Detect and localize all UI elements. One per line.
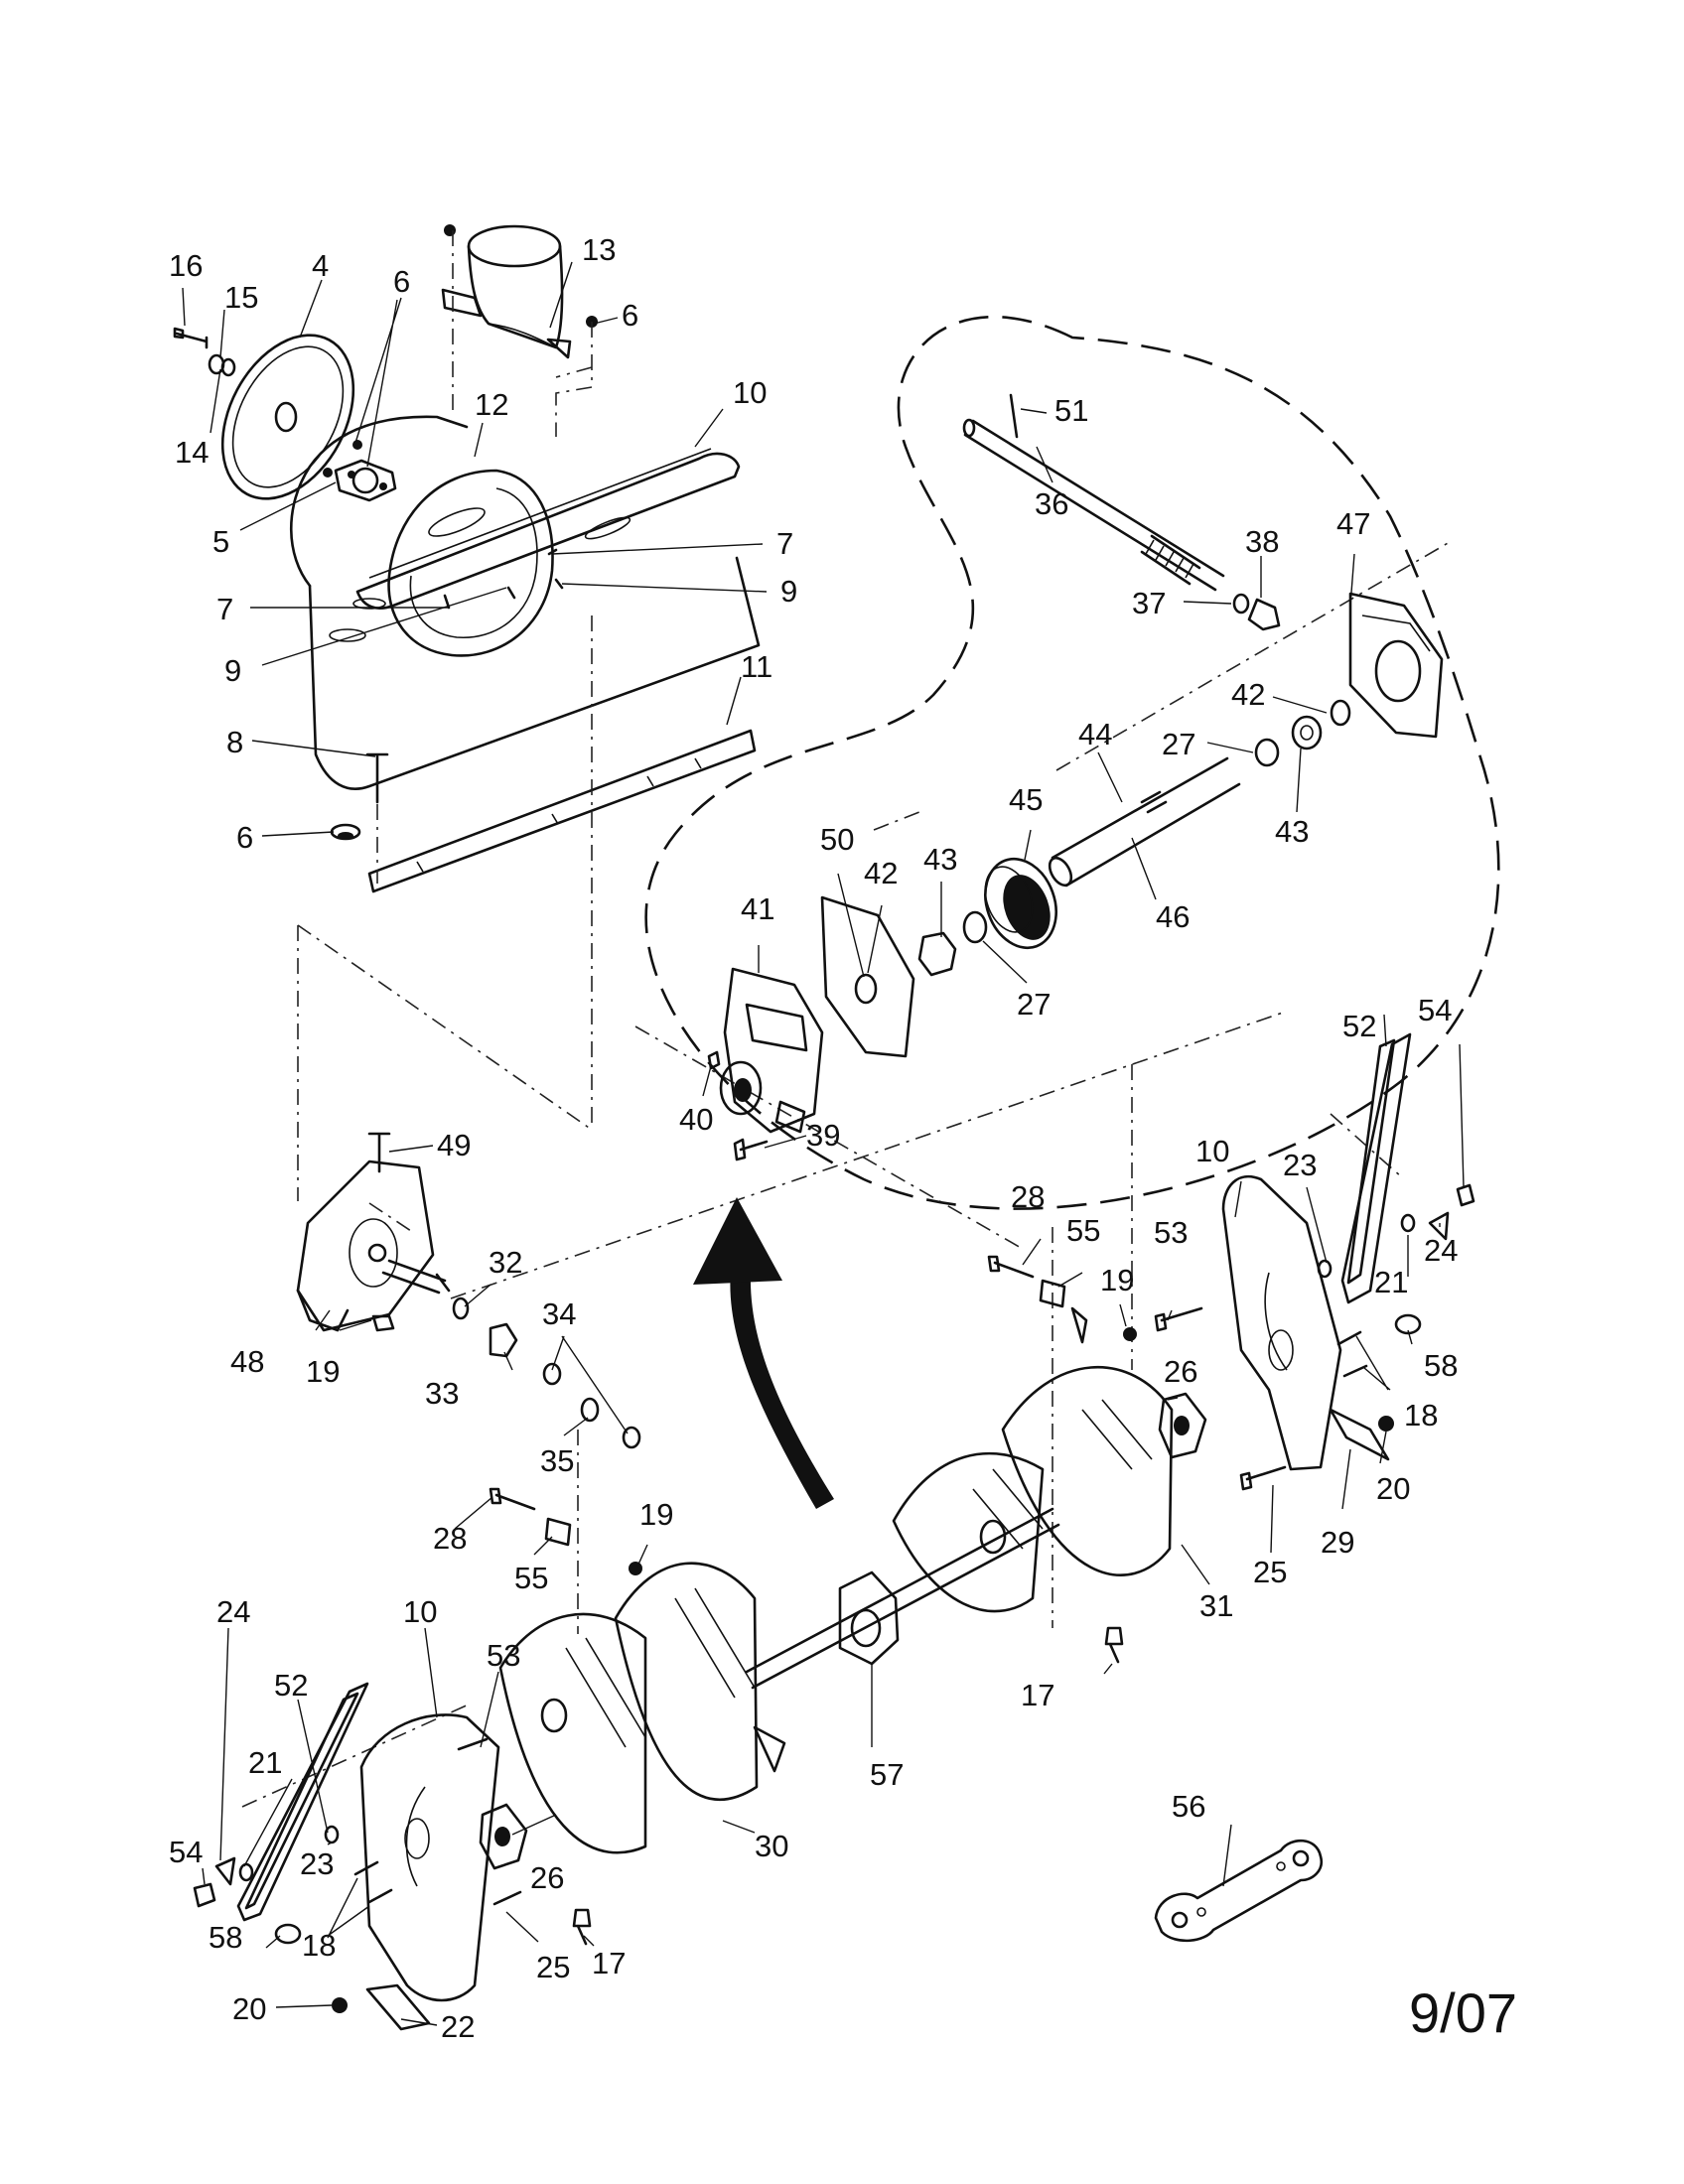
callout-52: 52 xyxy=(1342,1009,1376,1043)
leader-lines xyxy=(182,261,1465,2026)
callout-28: 28 xyxy=(1011,1179,1045,1214)
callout-31: 31 xyxy=(1199,1588,1233,1623)
callout-15: 15 xyxy=(224,280,258,315)
callout-58: 58 xyxy=(1424,1348,1458,1383)
callout-21: 21 xyxy=(1374,1265,1408,1299)
callout-55: 55 xyxy=(514,1561,548,1595)
callout-37: 37 xyxy=(1132,586,1166,620)
callout-24: 24 xyxy=(1424,1233,1458,1268)
callout-4: 4 xyxy=(312,248,329,283)
callout-20: 20 xyxy=(1376,1471,1410,1506)
callout-43: 43 xyxy=(1275,814,1309,849)
left-side-assembly xyxy=(193,1682,528,2031)
callout-41: 41 xyxy=(741,891,774,926)
callout-51: 51 xyxy=(1054,393,1088,428)
bracket-56 xyxy=(1154,1839,1324,1943)
callout-22: 22 xyxy=(441,2009,475,2044)
bearing-housing-48 xyxy=(296,1132,641,1449)
callout-9: 9 xyxy=(224,653,241,688)
callout-18: 18 xyxy=(302,1928,336,1963)
callout-34: 34 xyxy=(542,1297,576,1331)
right-side-assembly xyxy=(1154,1032,1475,1491)
callout-7: 7 xyxy=(776,526,793,561)
callout-53: 53 xyxy=(1154,1215,1188,1250)
callout-58: 58 xyxy=(209,1920,242,1955)
callout-29: 29 xyxy=(1321,1525,1354,1560)
callout-28: 28 xyxy=(433,1521,467,1556)
callout-18: 18 xyxy=(1404,1398,1438,1433)
callout-25: 25 xyxy=(536,1950,570,1984)
auger-assembly xyxy=(489,1255,1174,1946)
reference-lines xyxy=(241,230,1451,1808)
callout-49: 49 xyxy=(437,1128,471,1162)
callout-27: 27 xyxy=(1017,987,1051,1022)
callout-32: 32 xyxy=(489,1245,522,1280)
gearbox-assembly xyxy=(644,316,1500,1210)
callout-10: 10 xyxy=(733,375,767,410)
callout-7: 7 xyxy=(216,592,233,626)
date-code: 9/07 xyxy=(1409,1981,1517,2044)
callout-26: 26 xyxy=(530,1860,564,1895)
callout-40: 40 xyxy=(679,1102,713,1137)
callout-20: 20 xyxy=(232,1991,266,2026)
callout-56: 56 xyxy=(1172,1789,1205,1824)
callout-19: 19 xyxy=(306,1354,340,1389)
callout-30: 30 xyxy=(755,1829,788,1863)
callout-33: 33 xyxy=(425,1376,459,1411)
callout-39: 39 xyxy=(806,1118,840,1153)
callout-23: 23 xyxy=(300,1846,334,1881)
callout-13: 13 xyxy=(582,232,616,267)
callout-24: 24 xyxy=(216,1594,250,1629)
callout-27: 27 xyxy=(1162,727,1195,761)
callout-43: 43 xyxy=(923,842,957,877)
callout-16: 16 xyxy=(169,248,203,283)
callout-48: 48 xyxy=(230,1344,264,1379)
callout-42: 42 xyxy=(864,856,898,890)
callout-19: 19 xyxy=(639,1497,673,1532)
callout-54: 54 xyxy=(1418,993,1452,1027)
callout-54: 54 xyxy=(169,1835,203,1869)
callout-17: 17 xyxy=(1021,1678,1054,1712)
callout-9: 9 xyxy=(780,574,797,609)
callout-6: 6 xyxy=(393,264,410,299)
callout-17: 17 xyxy=(592,1946,626,1980)
callout-23: 23 xyxy=(1283,1148,1317,1182)
callout-6: 6 xyxy=(236,820,253,855)
callout-6: 6 xyxy=(622,298,638,333)
housing-assembly xyxy=(173,224,761,893)
callout-25: 25 xyxy=(1253,1555,1287,1589)
callout-47: 47 xyxy=(1336,506,1370,541)
callout-53: 53 xyxy=(487,1638,520,1673)
curved-arrow xyxy=(693,1197,834,1509)
callout-5: 5 xyxy=(212,524,229,559)
callout-45: 45 xyxy=(1009,782,1043,817)
callout-labels: 16 15 4 6 13 6 14 12 10 5 7 7 9 9 11 8 6… xyxy=(169,232,1458,2044)
callout-21: 21 xyxy=(248,1745,282,1780)
callout-19: 19 xyxy=(1100,1263,1134,1297)
callout-12: 12 xyxy=(475,387,508,422)
callout-50: 50 xyxy=(820,822,854,857)
callout-36: 36 xyxy=(1035,486,1068,521)
callout-14: 14 xyxy=(175,435,209,470)
callout-26: 26 xyxy=(1164,1354,1197,1389)
callout-46: 46 xyxy=(1156,899,1190,934)
callout-57: 57 xyxy=(870,1757,904,1792)
callout-11: 11 xyxy=(741,649,772,684)
callout-35: 35 xyxy=(540,1443,574,1478)
callout-8: 8 xyxy=(226,725,243,759)
callout-55: 55 xyxy=(1066,1213,1100,1248)
callout-42: 42 xyxy=(1231,677,1265,712)
callout-10: 10 xyxy=(403,1594,437,1629)
callout-38: 38 xyxy=(1245,524,1279,559)
callout-52: 52 xyxy=(274,1668,308,1703)
callout-10: 10 xyxy=(1195,1134,1229,1168)
callout-44: 44 xyxy=(1078,717,1112,751)
